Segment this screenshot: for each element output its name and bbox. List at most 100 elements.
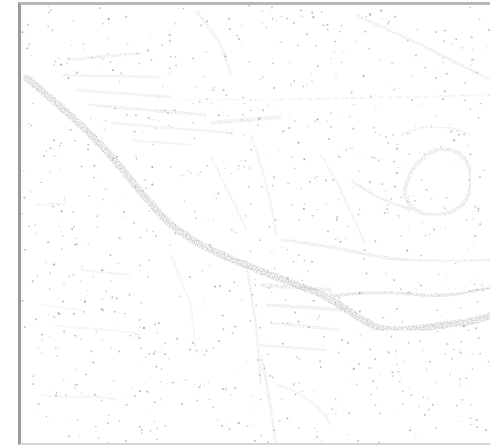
terrain-speck (142, 326, 146, 330)
terrain-speck (204, 298, 206, 300)
terrain-speck (435, 116, 437, 118)
terrain-speck (101, 137, 103, 139)
terrain-speck (469, 108, 472, 111)
terrain-speck (294, 311, 297, 314)
terrain-speck (237, 421, 240, 425)
terrain-speck (402, 403, 404, 405)
terrain-speck (291, 203, 293, 206)
terrain-speck (406, 292, 409, 295)
terrain-speck (320, 11, 323, 13)
terrain-speck (483, 169, 485, 171)
terrain-speck (162, 213, 164, 216)
terrain-speck (124, 312, 126, 315)
terrain-speck (333, 27, 335, 29)
terrain-speck (335, 238, 337, 241)
settlement-cluster-lower (244, 259, 347, 386)
terrain-speck (203, 385, 205, 387)
terrain-speck (419, 152, 421, 154)
terrain-speck (240, 25, 243, 27)
terrain-speck (49, 147, 52, 150)
terrain-speck (338, 297, 340, 300)
terrain-speck (463, 99, 466, 102)
terrain-speck (372, 380, 374, 382)
terrain-speck (423, 153, 426, 155)
terrain-speck (402, 390, 404, 393)
terrain-speck (416, 326, 418, 328)
terrain-speck (87, 148, 90, 151)
terrain-speck (406, 249, 409, 252)
terrain-speck (387, 211, 390, 214)
terrain-speck (189, 171, 192, 174)
terrain-speck (75, 237, 77, 239)
terrain-speck (183, 200, 186, 202)
terrain-speck (236, 34, 239, 37)
terrain-speck (380, 9, 383, 12)
terrain-speck (208, 398, 211, 401)
terrain-speck (181, 403, 184, 406)
terrain-speck (297, 254, 300, 256)
terrain-speck (408, 291, 411, 294)
terrain-speck (446, 208, 448, 210)
terrain-speck (393, 15, 397, 18)
terrain-speck (476, 288, 478, 291)
terrain-speck (444, 56, 446, 58)
terrain-speck (469, 423, 472, 426)
terrain-speck (431, 198, 433, 200)
terrain-speck (56, 355, 58, 357)
road-upper-right (194, 9, 490, 82)
terrain-speck (398, 217, 401, 219)
terrain-speck (474, 327, 478, 330)
terrain-speck (48, 11, 50, 14)
terrain-speck (53, 155, 56, 157)
terrain-speck (94, 144, 97, 146)
terrain-speck (347, 341, 350, 344)
terrain-speck (90, 361, 92, 363)
terrain-speck (84, 49, 86, 51)
terrain-speck (23, 326, 26, 328)
terrain-speck (387, 204, 389, 206)
terrain-speck (101, 298, 104, 300)
terrain-speck (258, 374, 261, 377)
terrain-speck (339, 240, 342, 243)
terrain-speck (112, 157, 115, 160)
terrain-speck (152, 119, 154, 121)
terrain-speck (240, 45, 242, 47)
terrain-speck (60, 142, 63, 144)
terrain-speck (88, 195, 90, 197)
terrain-speck (266, 336, 268, 338)
terrain-speck (374, 108, 376, 110)
terrain-speck (207, 382, 209, 384)
terrain-speck (112, 69, 115, 72)
terrain-speck (87, 289, 89, 292)
terrain-speck (102, 14, 104, 16)
terrain-speck (467, 145, 469, 147)
terrain-speck (248, 407, 249, 409)
terrain-speck (311, 11, 314, 14)
terrain-speck (358, 170, 360, 173)
terrain-speck (79, 435, 81, 437)
terrain-speck (111, 296, 114, 299)
terrain-speck (191, 341, 194, 344)
terrain-speck (200, 383, 202, 385)
terrain-speck (308, 312, 310, 314)
terrain-speck (101, 67, 103, 69)
terrain-speck (47, 5, 50, 8)
terrain-speck (368, 47, 370, 50)
terrain-speck (409, 429, 412, 432)
terrain-speck (329, 293, 332, 295)
terrain-speck (288, 127, 291, 130)
terrain-speck (30, 54, 32, 56)
terrain-speck (144, 179, 146, 181)
terrain-speck (58, 347, 60, 350)
terrain-speck (27, 23, 30, 26)
terrain-speck (326, 120, 328, 122)
terrain-speck (95, 425, 97, 428)
terrain-speck (21, 299, 24, 302)
terrain-speck (259, 239, 262, 241)
map-canvas[interactable] (21, 5, 490, 445)
terrain-speck (287, 182, 289, 185)
terrain-speck (319, 360, 322, 363)
terrain-speck (345, 148, 348, 151)
terrain-speck (152, 352, 155, 355)
terrain-speck (254, 278, 256, 281)
